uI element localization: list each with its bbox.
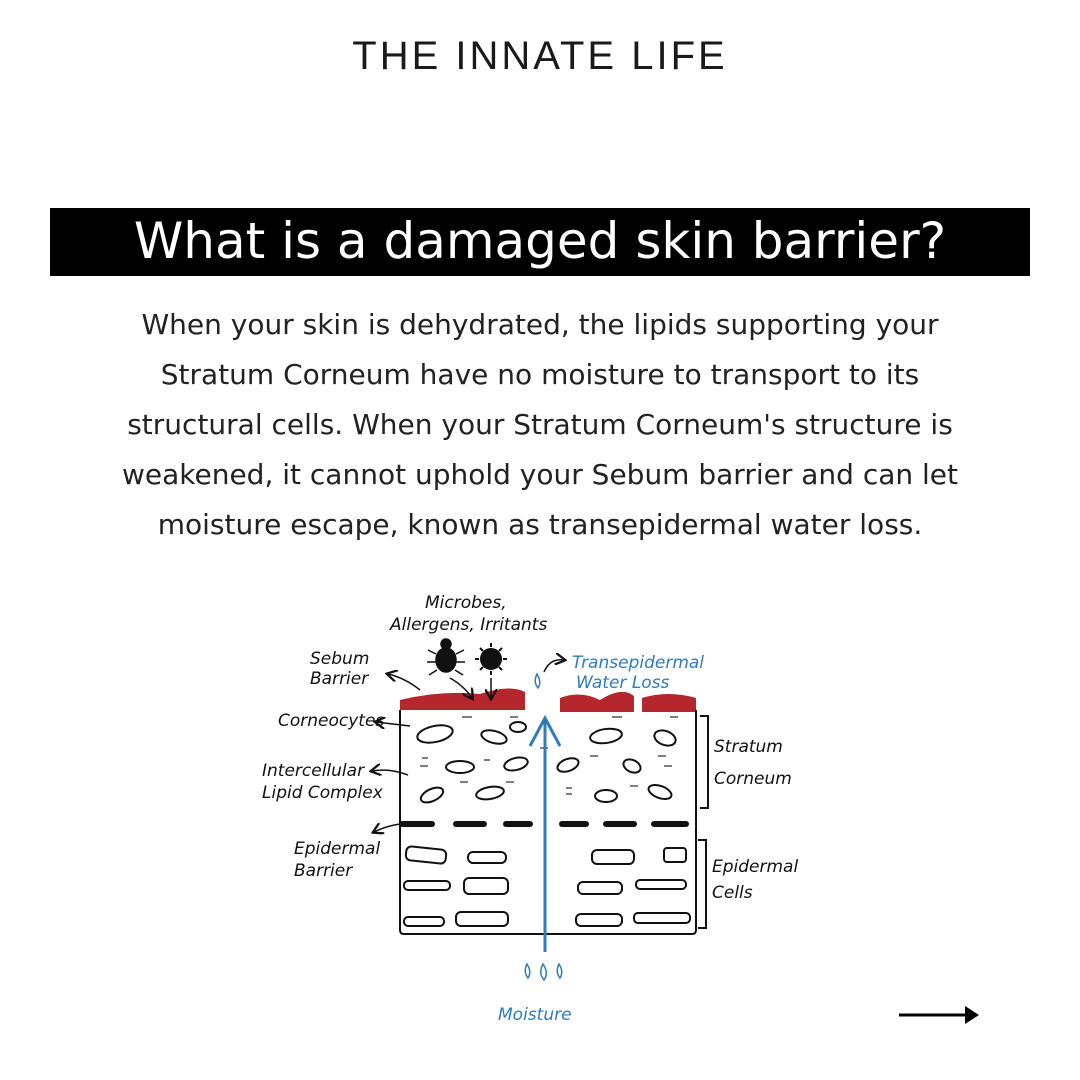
- moisture-label: Moisture: [498, 1005, 572, 1025]
- sebum-arrow: [388, 674, 421, 691]
- arrow-right-icon[interactable]: [895, 1000, 985, 1030]
- bug-icon: [427, 638, 465, 676]
- body-paragraph: When your skin is dehydrated, the lipids…: [40, 300, 1040, 550]
- headline: What is a damaged skin barrier?: [133, 212, 947, 270]
- headline-banner: What is a damaged skin barrier?: [50, 208, 1030, 276]
- sebum-barrier-right: [560, 691, 634, 712]
- epidermal-cells-label: Cells: [712, 883, 753, 903]
- epidermal-cells-label: Epidermal: [712, 857, 798, 877]
- stratum-corneum-label: Stratum: [714, 737, 783, 757]
- epidermal-barrier-arrow: [374, 824, 401, 832]
- body-line: weakened, it cannot uphold your Sebum ba…: [121, 458, 959, 491]
- skin-barrier-diagram: Microbes, Allergens, Irritants Sebum Bar…: [262, 593, 798, 1025]
- moisture-arrow-head: [528, 714, 562, 747]
- body-line: structural cells. When your Stratum Corn…: [127, 408, 953, 441]
- microbe-arrow: [449, 677, 472, 698]
- corneocytes-label: Corneocytes: [278, 711, 384, 731]
- water-drop-icon: [524, 672, 563, 982]
- tewl-label: Water Loss: [576, 673, 670, 693]
- skin-block-outline: [399, 710, 697, 935]
- microbes-label: Microbes,: [425, 593, 507, 613]
- brand-title: THE INNATE LIFE: [352, 34, 728, 78]
- lipid-complex-label: Lipid Complex: [262, 783, 384, 803]
- corneocyte-cells: [416, 721, 677, 804]
- sebum-barrier-label: Barrier: [310, 669, 369, 689]
- virus-icon: [475, 643, 507, 675]
- body-line: Stratum Corneum have no moisture to tran…: [160, 358, 920, 391]
- body-line: moisture escape, known as transepidermal…: [157, 508, 923, 541]
- lipid-arrow: [372, 770, 409, 775]
- epidermal-barrier-label: Barrier: [294, 861, 353, 881]
- epidermal-cells: [403, 845, 691, 927]
- corneocytes-arrow: [376, 722, 411, 726]
- tewl-arrow: [543, 660, 564, 673]
- epidermal-bracket: [698, 839, 707, 929]
- sebum-barrier-label: Sebum: [310, 649, 369, 669]
- stratum-bracket: [700, 715, 709, 809]
- stratum-corneum-label: Corneum: [714, 769, 792, 789]
- epidermal-barrier-label: Epidermal: [294, 839, 380, 859]
- tewl-label: Transepidermal: [572, 653, 704, 673]
- lipid-complex-label: Intercellular: [262, 761, 365, 781]
- sebum-barrier-left: [400, 688, 525, 710]
- body-line: When your skin is dehydrated, the lipids…: [141, 308, 939, 341]
- allergens-label: Allergens, Irritants: [389, 615, 547, 635]
- sebum-barrier-far-right: [642, 694, 696, 712]
